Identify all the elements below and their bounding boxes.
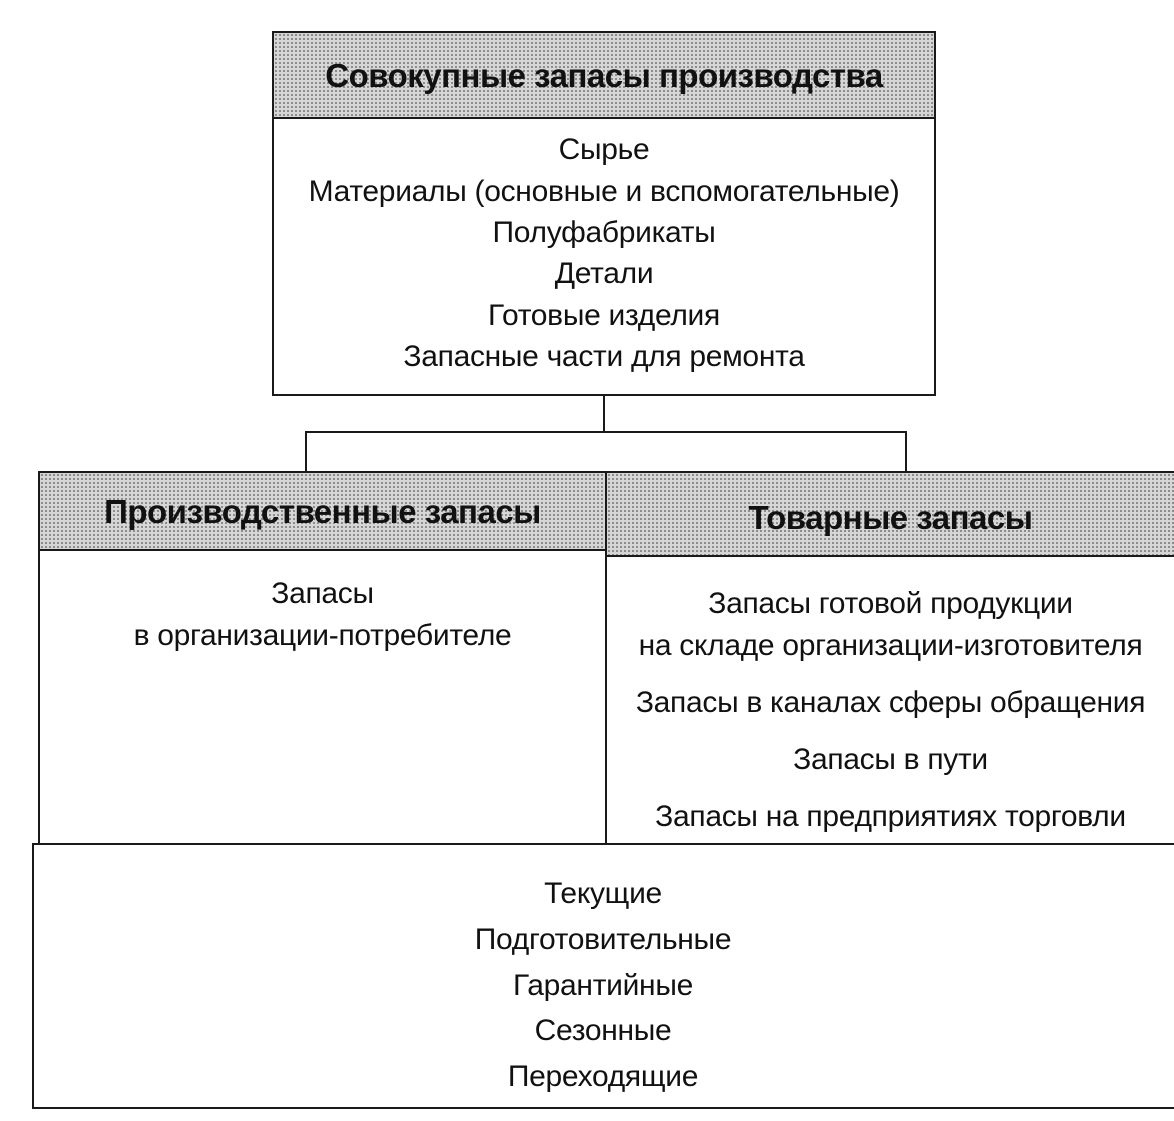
inventory-type-item: Гарантийные xyxy=(513,969,693,1002)
inventory-types-box: Текущие Подготовительные Гарантийные Сез… xyxy=(32,843,1174,1109)
inventory-type-item: Подготовительные xyxy=(474,923,732,956)
connector-vertical-right xyxy=(905,431,907,473)
commodity-inventory-item: Запасы готовой продукции xyxy=(708,587,1073,620)
inventory-type-item: Переходящие xyxy=(507,1060,699,1093)
connector-vertical-top xyxy=(603,396,605,432)
commodity-inventory-item: на складе организации-изготовителя xyxy=(638,629,1143,662)
total-inventory-item: Материалы (основные и вспомогательные) xyxy=(308,175,900,208)
total-inventory-title: Совокупные запасы производства xyxy=(325,57,883,94)
production-inventory-box: Производственные запасы Запасы в организ… xyxy=(38,471,607,853)
total-inventory-item: Запасные части для ремонта xyxy=(403,340,805,373)
inventory-type-item: Текущие xyxy=(544,877,662,910)
total-inventory-item: Детали xyxy=(554,257,654,290)
connector-horizontal xyxy=(305,431,907,433)
total-inventory-header: Совокупные запасы производства xyxy=(274,33,934,119)
total-inventory-item: Сырье xyxy=(558,133,650,166)
production-inventory-item: в организации-потребителе xyxy=(133,619,512,652)
connector-vertical-left xyxy=(305,431,307,473)
total-inventory-item: Полуфабрикаты xyxy=(492,216,716,249)
commodity-inventory-item: Запасы на предприятиях торговли xyxy=(655,800,1126,833)
production-inventory-title: Производственные запасы xyxy=(104,493,541,530)
inventory-type-item: Сезонные xyxy=(534,1014,672,1047)
commodity-inventory-title: Товарные запасы xyxy=(748,499,1033,536)
commodity-inventory-header: Товарные запасы xyxy=(607,473,1174,557)
production-inventory-item: Запасы xyxy=(271,577,374,610)
total-inventory-box: Совокупные запасы производства Сырье Мат… xyxy=(272,31,936,396)
total-inventory-item: Готовые изделия xyxy=(488,299,720,332)
commodity-inventory-box: Товарные запасы Запасы готовой продукции… xyxy=(605,471,1174,859)
commodity-inventory-item: Запасы в пути xyxy=(793,743,988,776)
production-inventory-header: Производственные запасы xyxy=(40,473,605,551)
commodity-inventory-item: Запасы в каналах сферы обращения xyxy=(635,686,1146,719)
